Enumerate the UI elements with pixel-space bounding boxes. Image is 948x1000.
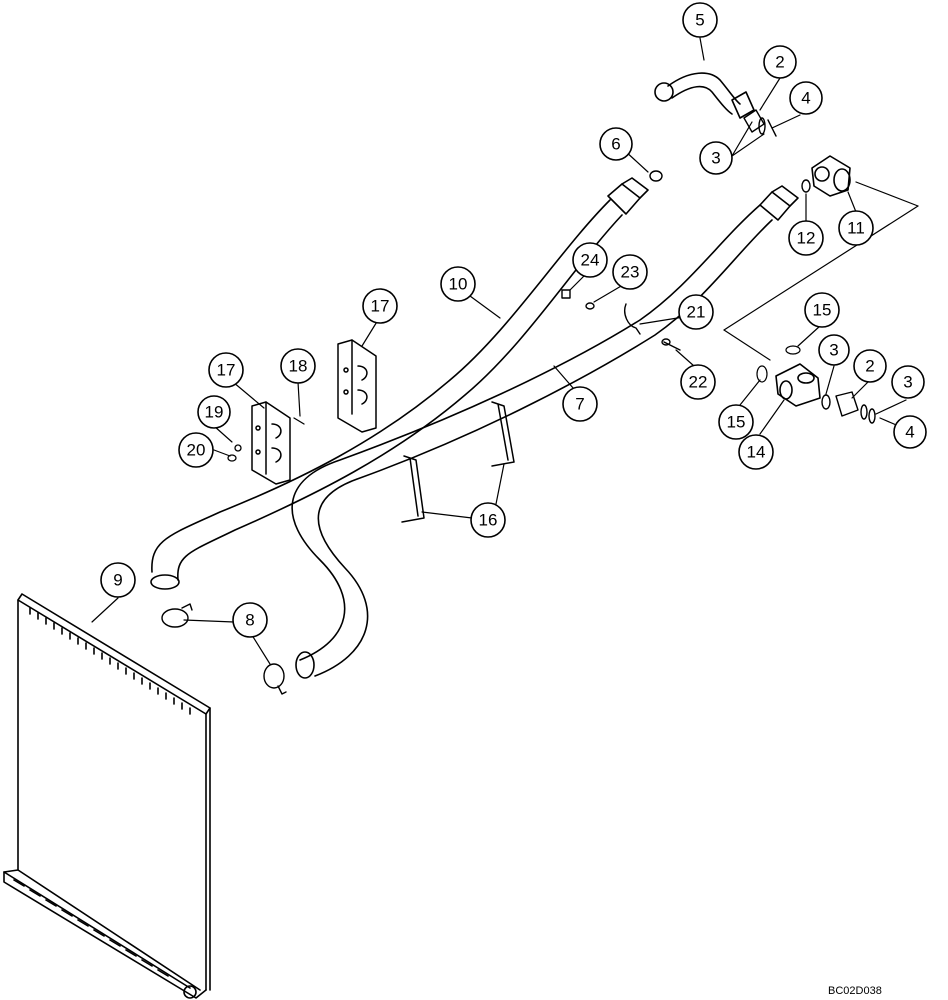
nut-20 bbox=[227, 454, 237, 462]
callout-9-label: 9 bbox=[113, 571, 122, 590]
callout-12-label: 12 bbox=[797, 229, 816, 248]
callout-5-label: 5 bbox=[695, 11, 704, 30]
o-ring-15-side bbox=[756, 365, 768, 383]
hose-clamp-8-lower bbox=[263, 663, 287, 695]
callout-9: 9 bbox=[100, 562, 136, 598]
washer-23 bbox=[585, 302, 595, 310]
callout-24: 24 bbox=[572, 242, 608, 278]
callout-14-label: 14 bbox=[747, 443, 766, 462]
fitting-2-right bbox=[821, 391, 876, 424]
callout-15-top: 15 bbox=[804, 292, 840, 328]
callout-2-right-label: 2 bbox=[865, 357, 874, 376]
drawing-reference-code: BC02D038 bbox=[828, 985, 882, 997]
callout-19: 19 bbox=[197, 395, 231, 429]
callout-7: 7 bbox=[562, 386, 598, 422]
callout-4-top-label: 4 bbox=[801, 89, 810, 108]
callout-3-top-label: 3 bbox=[711, 149, 720, 168]
callout-15-bottom-label: 15 bbox=[727, 413, 746, 432]
callout-15-top-label: 15 bbox=[813, 301, 832, 320]
bracket-17-right bbox=[337, 339, 377, 433]
callout-10-label: 10 bbox=[449, 275, 468, 294]
o-ring-12 bbox=[801, 179, 811, 193]
callout-3-right: 3 bbox=[891, 365, 925, 399]
hose-10 bbox=[150, 177, 649, 590]
fitting-2-top bbox=[743, 109, 777, 137]
callout-6-label: 6 bbox=[611, 135, 620, 154]
callout-20: 20 bbox=[178, 432, 214, 468]
assembly-bracket-lines bbox=[723, 181, 919, 361]
o-ring-6 bbox=[649, 170, 663, 182]
callout-17-right: 17 bbox=[362, 288, 398, 324]
callout-21-label: 21 bbox=[687, 303, 706, 322]
strap-16-left bbox=[401, 455, 425, 523]
callout-5: 5 bbox=[682, 2, 718, 38]
callout-21: 21 bbox=[678, 294, 714, 330]
callout-3-top: 3 bbox=[699, 141, 733, 175]
callout-17-left: 17 bbox=[208, 352, 244, 388]
callout-23-label: 23 bbox=[621, 263, 640, 282]
callout-22: 22 bbox=[680, 364, 716, 400]
bolt-18 bbox=[293, 417, 305, 425]
bracket-17-left bbox=[251, 401, 291, 485]
callout-18-label: 18 bbox=[289, 357, 308, 376]
callout-4-right-label: 4 bbox=[905, 423, 914, 442]
callout-22-label: 22 bbox=[689, 373, 708, 392]
o-ring-15-top bbox=[785, 345, 801, 355]
callout-12: 12 bbox=[788, 220, 824, 256]
callout-11: 11 bbox=[838, 210, 874, 246]
clamp-21 bbox=[624, 303, 641, 335]
callout-4-right: 4 bbox=[893, 415, 927, 449]
callout-24-label: 24 bbox=[581, 251, 600, 270]
bottom-flange-slots bbox=[13, 879, 169, 977]
tee-fitting-14 bbox=[775, 363, 821, 407]
callout-18: 18 bbox=[280, 348, 316, 384]
hose-clamp-8-upper bbox=[161, 603, 193, 628]
nut-24 bbox=[561, 289, 571, 299]
callout-6: 6 bbox=[599, 127, 633, 161]
callout-20-label: 20 bbox=[187, 441, 206, 460]
callout-15-bottom: 15 bbox=[718, 404, 754, 440]
callout-16-label: 16 bbox=[479, 511, 498, 530]
callout-14: 14 bbox=[738, 434, 774, 470]
callout-4-top: 4 bbox=[789, 81, 823, 115]
callout-19-label: 19 bbox=[205, 403, 224, 422]
top-flange-holes bbox=[29, 607, 191, 715]
tube-5 bbox=[654, 72, 755, 119]
callout-3-mid: 3 bbox=[818, 334, 850, 366]
callout-3-mid-label: 3 bbox=[829, 341, 838, 360]
elbow-fitting-11 bbox=[811, 155, 851, 197]
callout-23: 23 bbox=[612, 254, 648, 290]
callout-2-right: 2 bbox=[853, 349, 887, 383]
oil-cooler-core bbox=[3, 593, 211, 999]
callout-16: 16 bbox=[470, 502, 506, 538]
callout-2-top: 2 bbox=[763, 45, 797, 79]
callout-7-label: 7 bbox=[575, 395, 584, 414]
callout-3-right-label: 3 bbox=[903, 373, 912, 392]
bolt-22 bbox=[661, 338, 681, 351]
callout-8-label: 8 bbox=[245, 611, 254, 630]
strap-16-right bbox=[491, 401, 515, 467]
callout-8: 8 bbox=[232, 602, 268, 638]
callout-17-left-label: 17 bbox=[217, 361, 236, 380]
callout-10: 10 bbox=[440, 266, 476, 302]
washer-19 bbox=[234, 444, 242, 452]
callout-2-top-label: 2 bbox=[775, 53, 784, 72]
callout-11-label: 11 bbox=[847, 219, 865, 238]
callout-17-right-label: 17 bbox=[371, 297, 390, 316]
